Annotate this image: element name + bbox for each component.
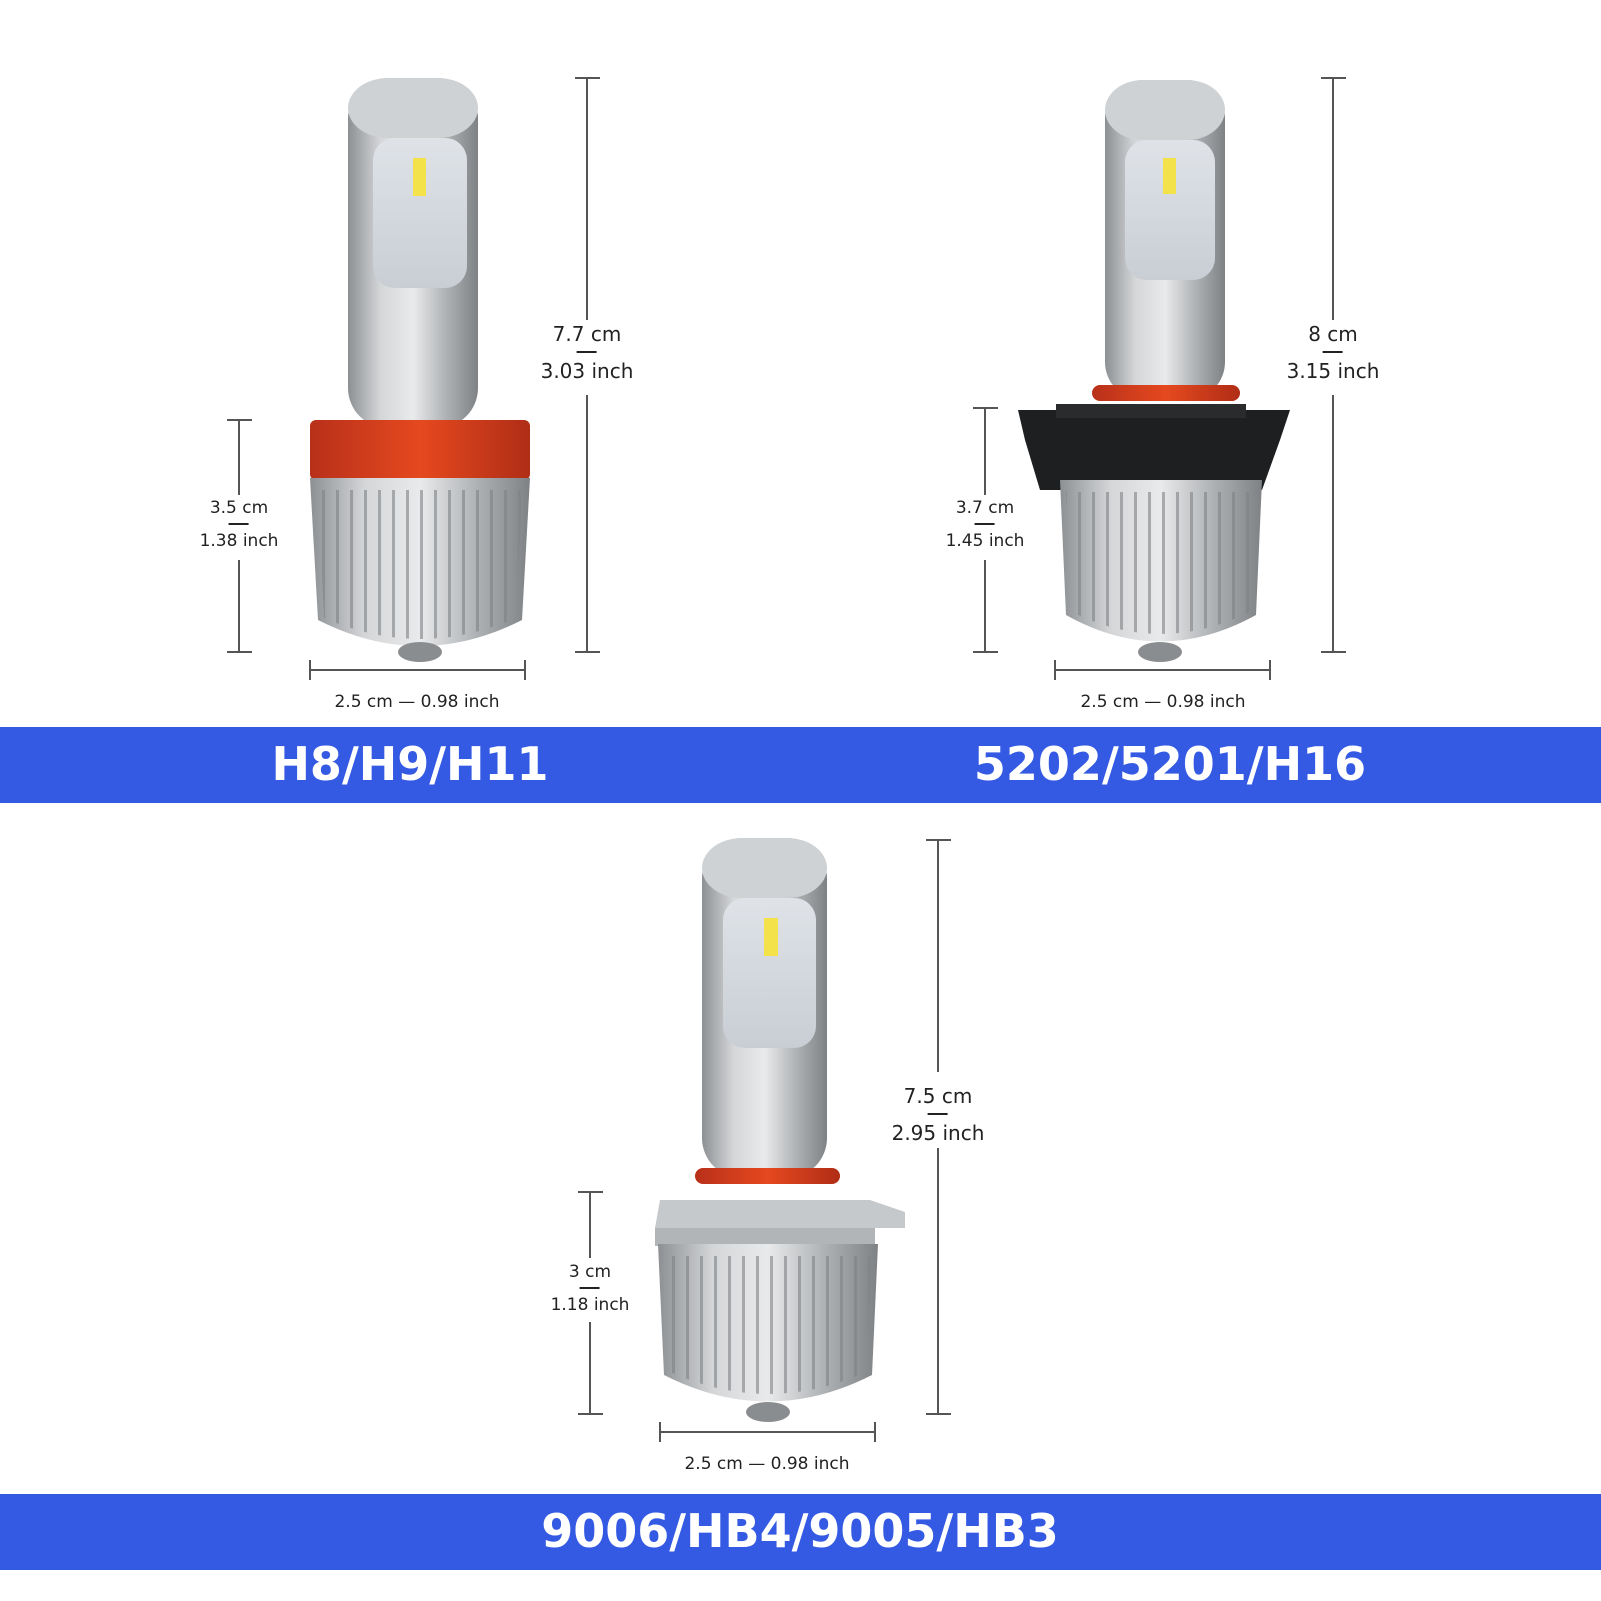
width-label-2: 2.5 cm — 0.98 inch	[1080, 692, 1246, 712]
title-5202-5201-h16: 5202/5201/H16	[973, 737, 1367, 791]
title-h8-h9-h11: H8/H9/H11	[271, 737, 549, 791]
base-label-3: 3 cm 1.18 inch	[551, 1262, 630, 1317]
width-label-1: 2.5 cm — 0.98 inch	[334, 692, 500, 712]
base-inch: 1.38 inch	[199, 531, 279, 552]
base-inch: 1.18 inch	[550, 1295, 630, 1316]
height-inch: 2.95 inch	[891, 1121, 985, 1145]
base-inch: 1.45 inch	[945, 531, 1025, 552]
base-label-1: 3.5 cm 1.38 inch	[200, 498, 279, 553]
bulb-h8-h9-h11	[310, 78, 530, 662]
base-cm: 3 cm	[568, 1262, 612, 1282]
bulb-9006-hb4-9005-hb3	[655, 838, 905, 1422]
height-cm: 7.5 cm	[903, 1084, 973, 1108]
height-label-3: 7.5 cm 2.95 inch	[892, 1084, 985, 1146]
title-band-bottom: 9006/HB4/9005/HB3	[0, 1494, 1601, 1570]
width-label-3: 2.5 cm — 0.98 inch	[684, 1454, 850, 1474]
base-label-2: 3.7 cm 1.45 inch	[946, 498, 1025, 553]
height-inch: 3.15 inch	[1286, 359, 1380, 383]
height-cm: 7.7 cm	[552, 322, 622, 346]
dimension-lines-1	[227, 77, 600, 680]
dimension-lines-3	[578, 839, 951, 1442]
dimension-lines-2	[973, 77, 1346, 680]
base-cm: 3.5 cm	[209, 498, 269, 518]
height-label-1: 7.7 cm 3.03 inch	[541, 322, 634, 384]
base-cm: 3.7 cm	[955, 498, 1015, 518]
height-inch: 3.03 inch	[540, 359, 634, 383]
title-9006-hb4-9005-hb3: 9006/HB4/9005/HB3	[541, 1504, 1059, 1558]
height-cm: 8 cm	[1308, 322, 1358, 346]
bulb-5202-5201-h16	[1018, 80, 1290, 662]
height-label-2: 8 cm 3.15 inch	[1287, 322, 1380, 384]
title-band-top: H8/H9/H11 5202/5201/H16	[0, 727, 1601, 803]
